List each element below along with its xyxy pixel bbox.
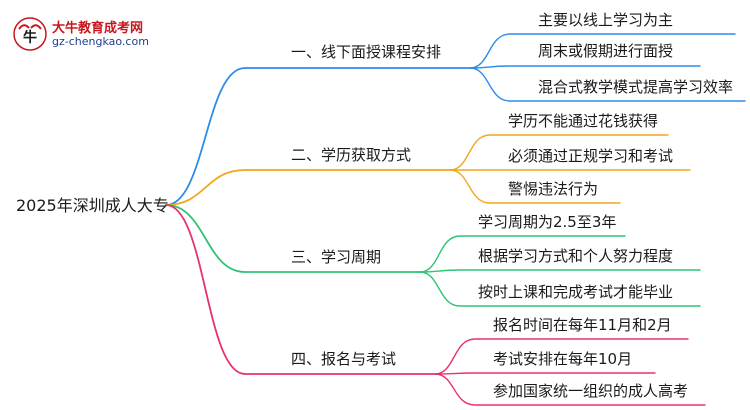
branch-1-label: 一、线下面授课程安排 <box>291 43 442 61</box>
branch-3-leaf-3: 按时上课和完成考试才能毕业 <box>478 283 674 301</box>
branch-1-leaf-1: 主要以线上学习为主 <box>538 11 674 29</box>
branch-4-label: 四、报名与考试 <box>291 350 397 368</box>
bull-logo-icon: 牛 <box>13 17 47 51</box>
mindmap-root: 2025年深圳成人大专 <box>16 196 169 215</box>
branch-4-leaf-1: 报名时间在每年11月和2月 <box>493 316 672 334</box>
branch-3-label: 三、学习周期 <box>291 248 382 266</box>
branch-4-leaf-3: 参加国家统一组织的成人高考 <box>493 382 689 400</box>
branch-1-leaf-1-connector <box>469 33 736 69</box>
branch-1-leaf-3: 混合式教学模式提高学习效率 <box>538 78 734 96</box>
branch-3-leaf-3-connector <box>419 271 701 307</box>
branch-1-leaf-3-connector <box>469 67 746 102</box>
site-logo[interactable]: 牛 大牛教育成考网 gz-chengkao.com <box>12 14 162 54</box>
logo-url: gz-chengkao.com <box>52 35 149 48</box>
branch-3-leaf-2: 根据学习方式和个人努力程度 <box>478 247 674 265</box>
branch-2-leaf-3-connector <box>449 169 621 204</box>
branch-2-leaf-3: 警惕违法行为 <box>508 180 599 198</box>
branch-3-leaf-1-connector <box>419 235 626 273</box>
branch-2-leaf-1-connector <box>449 134 669 171</box>
branch-2-connector <box>165 169 451 206</box>
branch-1-leaf-2-connector <box>469 65 701 69</box>
logo-title: 大牛教育成考网 <box>52 21 144 36</box>
branch-2-label: 二、学历获取方式 <box>291 146 412 164</box>
branch-4-connector <box>165 204 436 375</box>
branch-3-leaf-1: 学习周期为2.5至3年 <box>478 213 617 231</box>
branch-4-leaf-1-connector <box>434 338 689 375</box>
svg-text:牛: 牛 <box>23 29 37 46</box>
branch-2-leaf-2: 必须通过正规学习和考试 <box>508 147 674 165</box>
branch-3-connector <box>165 204 421 273</box>
branch-4-leaf-2-connector <box>434 372 656 375</box>
branch-3-leaf-2-connector <box>419 269 701 273</box>
branch-1-leaf-2: 周末或假期进行面授 <box>538 42 674 60</box>
branch-4-leaf-2: 考试安排在每年10月 <box>493 350 633 368</box>
branch-2-leaf-1: 学历不能通过花钱获得 <box>508 112 659 130</box>
branch-1-connector <box>165 67 471 206</box>
branch-4-leaf-3-connector <box>434 373 706 406</box>
